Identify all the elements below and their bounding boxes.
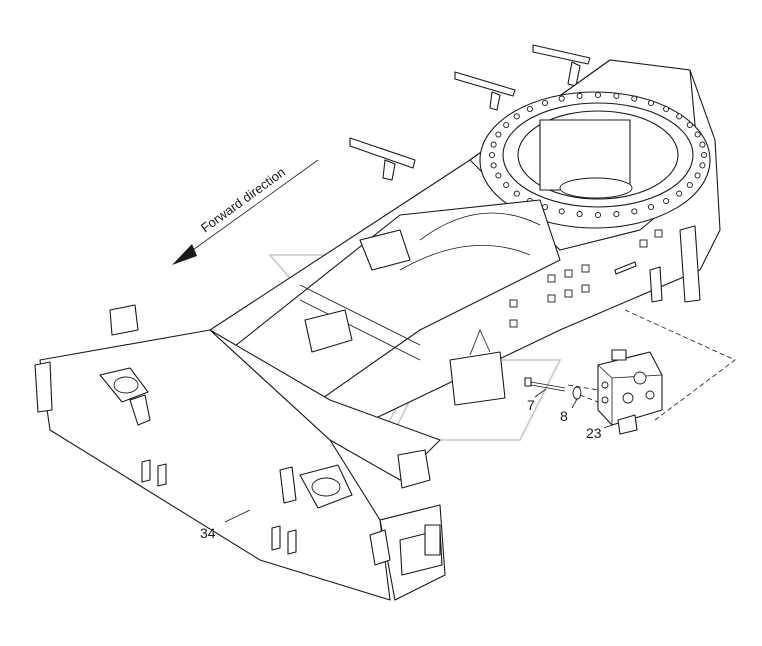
bolt-hole xyxy=(613,92,620,99)
forward-direction-arrow xyxy=(172,159,319,265)
callout-washer: 8 xyxy=(560,408,568,424)
assembly-lines xyxy=(567,309,736,421)
bolt-hole xyxy=(594,211,602,219)
bolt-hole xyxy=(513,190,520,197)
callout-screw: 7 xyxy=(527,397,535,413)
bolt-hole xyxy=(647,99,655,107)
forward-direction-label: Forward direction xyxy=(198,164,288,235)
bolt-hole xyxy=(576,92,583,99)
bolt-hole xyxy=(513,113,520,120)
bolt-hole xyxy=(594,91,602,99)
bottom-tabs xyxy=(141,459,297,555)
bolt-hole xyxy=(686,121,693,129)
bolt-hole xyxy=(488,151,496,159)
turntable-ring xyxy=(479,91,711,229)
front-box xyxy=(34,304,446,601)
bolt-hole xyxy=(490,141,497,148)
bolt-hole xyxy=(613,211,620,218)
rear-legs xyxy=(649,225,701,303)
bolt-holes xyxy=(488,91,708,219)
bolt-hole xyxy=(686,181,693,189)
bolt-hole xyxy=(699,141,706,148)
bolt-hole xyxy=(676,190,683,197)
bolt-hole xyxy=(503,181,510,189)
bolt-hole xyxy=(526,105,533,113)
rear-brackets xyxy=(349,44,591,181)
valve-block-part xyxy=(597,349,663,435)
bolt-hole xyxy=(558,208,565,215)
leader-lines xyxy=(224,388,613,523)
washer-part xyxy=(572,386,582,400)
screw-part xyxy=(524,377,566,392)
bolt-hole xyxy=(495,172,502,179)
bolt-hole xyxy=(699,162,706,169)
bolt-hole xyxy=(676,113,683,120)
callout-valve-block: 23 xyxy=(586,425,602,441)
bolt-hole xyxy=(576,211,583,218)
side-holes xyxy=(509,229,663,328)
bolt-hole xyxy=(541,99,549,107)
bolt-hole xyxy=(647,203,655,211)
bolt-hole xyxy=(631,95,638,102)
arrow-head-icon xyxy=(172,244,197,265)
bolt-hole xyxy=(495,131,502,138)
callout-frame: 34 xyxy=(200,525,216,541)
bolt-hole xyxy=(631,208,638,215)
bolt-hole xyxy=(694,131,701,138)
bolt-hole xyxy=(700,151,708,159)
bolt-hole xyxy=(490,162,497,169)
bolt-hole xyxy=(694,172,701,179)
bolt-hole xyxy=(663,105,670,113)
bolt-hole xyxy=(503,121,510,129)
bolt-hole xyxy=(558,95,565,102)
bolt-hole xyxy=(663,197,670,205)
